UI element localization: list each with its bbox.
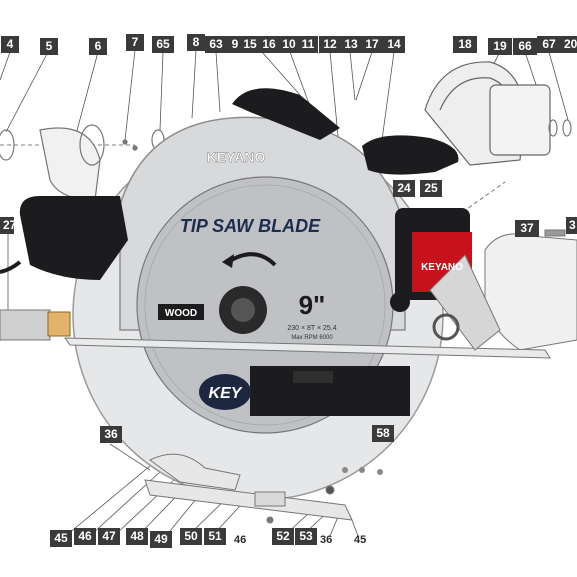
blade-logo-text: KEY: [209, 385, 243, 402]
callout-36: 36: [100, 426, 122, 443]
wood-label-box: [158, 304, 204, 320]
guard-brand-text: KEYANO: [207, 149, 266, 165]
exploded-upper-guard: [424, 61, 551, 166]
callout-16: 16: [258, 36, 280, 53]
callout-12: 12: [319, 36, 341, 53]
callout-46: 46: [74, 528, 96, 545]
callout-67: 67: [537, 36, 561, 53]
callout-11: 11: [298, 36, 318, 53]
callout-52: 52: [272, 528, 294, 545]
blade-logo-oval: [199, 374, 251, 410]
callout-6: 6: [89, 38, 107, 55]
blade-size-text: 9": [299, 290, 326, 320]
callout-17: 17: [361, 36, 383, 53]
callout-19: 19: [488, 38, 512, 55]
label-46-loose: 46: [234, 534, 247, 546]
right-washers: [548, 119, 572, 137]
rear-handle: [19, 196, 128, 280]
callout-9: 9: [227, 36, 243, 53]
callout-48: 48: [126, 528, 148, 545]
callout-53: 53: [295, 528, 317, 545]
callout-13: 13: [341, 36, 361, 53]
right-motor-housing: [484, 229, 577, 351]
front-knob: [362, 135, 459, 175]
callout-15: 15: [240, 36, 260, 53]
left-motor-armature: [0, 309, 71, 341]
wood-label-text: WOOD: [165, 308, 197, 319]
label-45-loose: 45: [354, 534, 367, 546]
callout-5: 5: [40, 38, 58, 55]
left-exploded-parts: [0, 124, 165, 201]
callout-25: 25: [420, 180, 442, 197]
callout-49: 49: [150, 531, 172, 548]
motor-brand-text: KEYANO: [421, 262, 463, 273]
callout-47: 47: [98, 528, 120, 545]
blade-spec-text: 230 × 8T × 25.4: [287, 325, 336, 332]
callout-4: 4: [1, 36, 19, 53]
blade-title-text: TIP SAW BLADE: [180, 216, 321, 236]
callout-24: 24: [393, 180, 415, 197]
top-handle: [232, 88, 340, 140]
blade-spec2-text: Max RPM 6000: [291, 335, 333, 341]
callout-63: 63: [205, 36, 227, 53]
callout-7: 7: [126, 34, 144, 51]
front-bracket: [429, 254, 501, 351]
callout-18: 18: [453, 36, 477, 53]
callout-8: 8: [187, 34, 205, 51]
callout-10: 10: [278, 36, 300, 53]
label-36-loose: 36: [320, 534, 333, 546]
callout-27: 27: [0, 217, 16, 234]
base-plate: [64, 337, 551, 359]
callout-65: 65: [152, 36, 174, 53]
callout-50: 50: [180, 528, 202, 545]
callout-58: 58: [372, 425, 394, 442]
callout-45: 45: [50, 530, 72, 547]
callout-20: 20: [561, 36, 577, 53]
callout-51: 51: [204, 528, 226, 545]
callout-37: 37: [515, 220, 539, 237]
callout-66: 66: [513, 38, 537, 55]
callout-14: 14: [383, 36, 405, 53]
small-hardware-58: [342, 467, 383, 475]
callout-3: 3: [566, 217, 577, 234]
exploded-base-parts: [144, 453, 353, 524]
